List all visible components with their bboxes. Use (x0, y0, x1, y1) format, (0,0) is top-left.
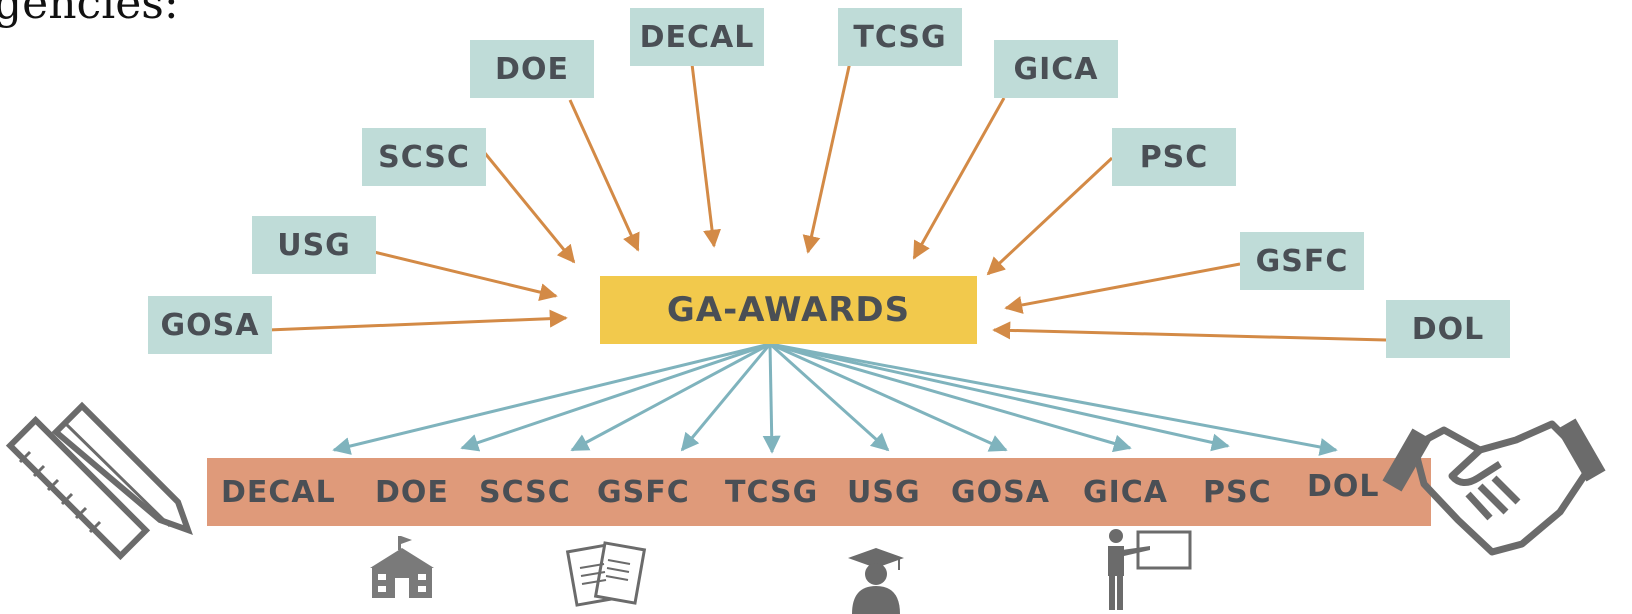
source-label: PSC (1139, 139, 1209, 175)
destination-band: DECAL DOE SCSC GSFC TCSG USG GOSA GICA P… (207, 458, 1431, 526)
target-label: DOE (375, 474, 449, 510)
source-label: TCSG (853, 19, 947, 55)
source-tcsg: TCSG (838, 8, 962, 66)
arrow-out-usg (768, 342, 890, 452)
arrow-out-gica (769, 342, 1132, 453)
source-label: DECAL (639, 19, 755, 55)
source-label: DOE (495, 51, 569, 87)
source-doe: DOE (470, 40, 594, 98)
arrow-out-psc (769, 342, 1230, 452)
source-scsc: SCSC (362, 128, 486, 186)
arrow-in-gica (912, 97, 1006, 260)
target-label: GOSA (951, 474, 1050, 510)
arrow-in-scsc (482, 151, 576, 264)
source-label: USG (277, 227, 351, 263)
arrow-out-tcsg (762, 343, 781, 454)
target-label: SCSC (479, 474, 571, 510)
arrow-out-doe (460, 342, 771, 452)
arrow-out-decal (332, 342, 771, 455)
source-label: SCSC (378, 139, 470, 175)
arrow-out-dol (769, 342, 1338, 456)
source-usg: USG (252, 216, 376, 274)
arrow-in-psc (986, 156, 1114, 276)
source-gsfc: GSFC (1240, 232, 1364, 290)
teacher-icon (1108, 529, 1192, 610)
target-label: DOL (1307, 468, 1380, 504)
source-gica: GICA (994, 40, 1118, 98)
source-dol: DOL (1386, 300, 1510, 358)
source-decal: DECAL (630, 8, 764, 66)
hub-label: GA-AWARDS (666, 290, 911, 330)
target-label: GICA (1083, 474, 1169, 510)
source-label: GOSA (160, 307, 260, 343)
target-label: USG (847, 474, 921, 510)
target-label: TCSG (725, 474, 819, 510)
source-label: GICA (1013, 51, 1099, 87)
arrow-in-gsfc (1004, 262, 1241, 314)
target-label: DECAL (221, 474, 336, 510)
arrow-in-doe (568, 99, 640, 252)
arrow-in-decal (690, 63, 721, 248)
arrow-out-gsfc (680, 343, 772, 452)
target-label: PSC (1203, 474, 1272, 510)
arrow-out-scsc (570, 342, 771, 452)
arrow-in-usg (373, 250, 558, 301)
arrow-in-gosa (267, 309, 568, 332)
documents-icon (565, 541, 647, 607)
school-icon (370, 536, 434, 598)
source-label: GSFC (1255, 243, 1349, 279)
ga-awards-hub: GA-AWARDS (600, 276, 977, 344)
arrow-in-tcsg (802, 61, 852, 254)
source-gosa: GOSA (148, 296, 272, 354)
source-label: DOL (1411, 311, 1485, 347)
source-psc: PSC (1112, 128, 1236, 186)
cropped-heading-text: gencies: (0, 0, 179, 29)
target-label: GSFC (597, 474, 690, 510)
ruler-pencil-icon (5, 401, 193, 561)
handshake-icon (1382, 418, 1606, 556)
graduate-icon (848, 548, 904, 614)
arrow-out-gosa (769, 342, 1008, 452)
arrow-in-dol (992, 321, 1387, 342)
